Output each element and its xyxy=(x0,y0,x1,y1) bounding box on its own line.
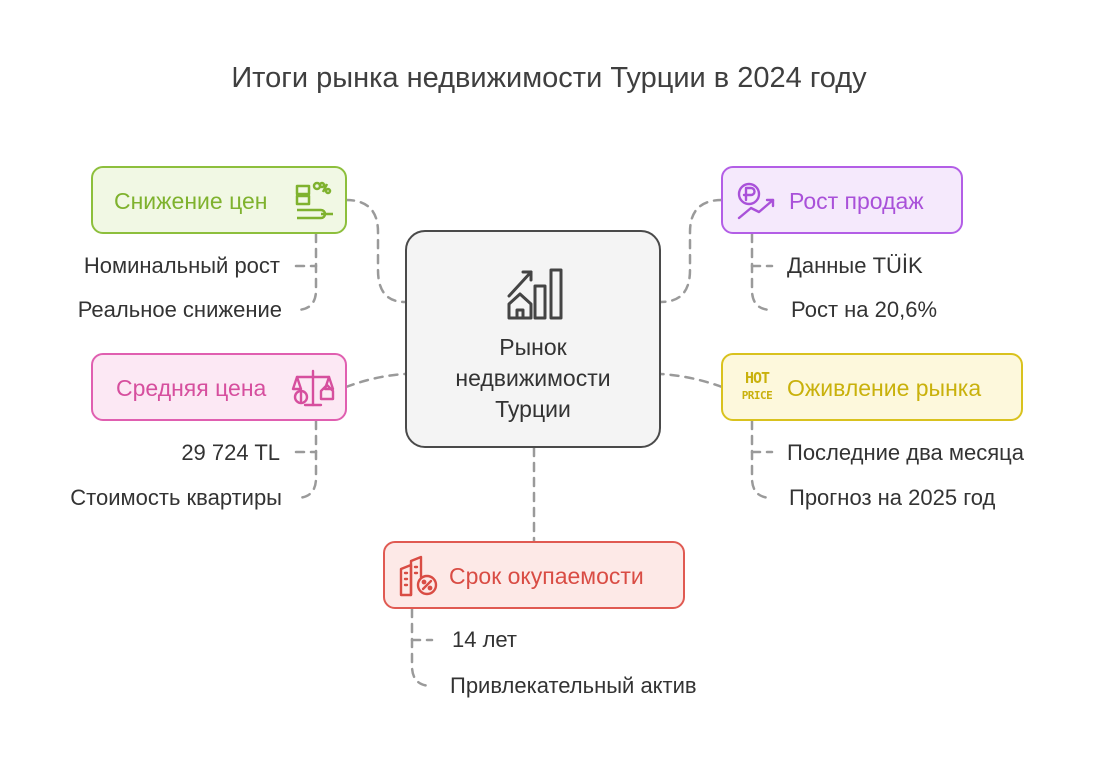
node-payback: Срок окупаемости xyxy=(383,541,685,609)
avg-price-item-2: Стоимость квартиры xyxy=(70,485,282,510)
node-avg-price: Средняя цена xyxy=(91,353,347,421)
node-market-revival-label: Оживление рынка xyxy=(787,375,982,401)
center-node: Рынок недвижимости Турции xyxy=(405,230,661,448)
price-drop-item-1: Номинальный рост xyxy=(83,253,280,278)
node-sales-growth-label: Рост продаж xyxy=(789,188,924,214)
node-sales-growth: Рост продаж xyxy=(721,166,963,234)
building-percent-icon xyxy=(399,555,438,597)
node-price-drop: Снижение цен xyxy=(91,166,347,234)
payback-item-2: Привлекательный актив xyxy=(450,673,697,698)
price-drop-item-2: Реальное снижение xyxy=(77,297,282,322)
node-market-revival: HOT PRICE Оживление рынка xyxy=(721,353,1023,421)
sales-growth-item-1: Данные TÜİK xyxy=(787,253,923,278)
center-label: Рынок недвижимости Турции xyxy=(455,334,611,422)
coins-percent-icon xyxy=(295,181,333,220)
diagram-title: Итоги рынка недвижимости Турции в 2024 г… xyxy=(231,62,867,94)
payback-item-1: 14 лет xyxy=(452,627,518,652)
node-avg-price-label: Средняя цена xyxy=(116,375,267,401)
market-revival-item-1: Последние два месяца xyxy=(787,440,1024,465)
market-revival-item-2: Прогноз на 2025 год xyxy=(789,485,996,510)
scales-money-icon xyxy=(291,369,335,407)
hot-price-icon: HOT PRICE xyxy=(741,369,773,402)
node-price-drop-label: Снижение цен xyxy=(114,188,268,214)
avg-price-item-1: 29 724 TL xyxy=(181,440,280,465)
node-payback-label: Срок окупаемости xyxy=(449,563,644,589)
house-growth-chart-icon xyxy=(507,268,563,320)
money-growth-icon xyxy=(737,182,775,220)
sales-growth-item-2: Рост на 20,6% xyxy=(791,297,938,322)
